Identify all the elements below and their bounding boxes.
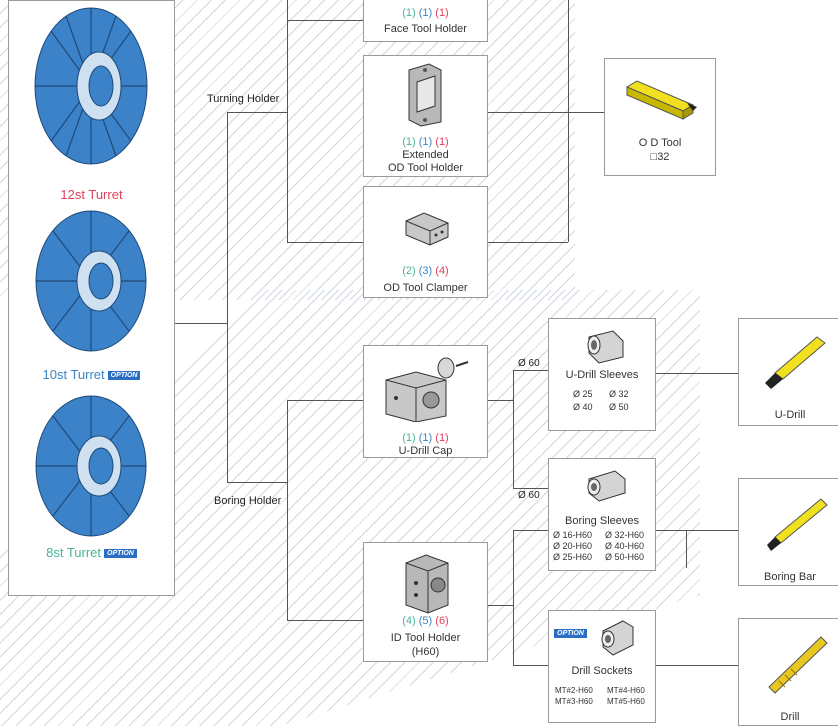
clamper-label: OD Tool Clamper: [383, 282, 468, 294]
option-badge: OPTION: [104, 549, 137, 559]
drill-spec-1: MT#2-H60: [555, 686, 593, 695]
face-tool-holder-box: (1) (1) (1) Face Tool Holder: [363, 0, 488, 42]
od-tool-box: O D Tool □32: [604, 58, 716, 176]
udrill-spec-4: Ø 50: [609, 402, 629, 412]
boring-spec-5: Ø 25-H60: [553, 552, 593, 562]
udrill-sleeve-diameter: Ø 60: [518, 358, 540, 369]
drill-tool-box: Drill: [738, 618, 838, 726]
id-holder-label-1: ID Tool Holder: [390, 632, 461, 644]
od-tool-image: [625, 80, 697, 120]
udrill-cap-counts: (1) (1) (1): [402, 432, 449, 444]
id-holder-counts: (4) (5) (6): [402, 615, 449, 627]
od-tool-clamper-box: (2) (3) (4) OD Tool Clamper: [363, 186, 488, 298]
turning-holder-label: Turning Holder: [207, 93, 280, 105]
extended-od-holder-box: (1) (1) (1) Extended OD Tool Holder: [363, 55, 488, 177]
turret-12st-label: 12st Turret: [60, 187, 123, 202]
extended-holder-image: [408, 63, 442, 127]
udrill-spec-2: Ø 32: [609, 389, 629, 399]
udrill-sleeve-image: [587, 330, 624, 364]
id-holder-label-2: (H60): [411, 646, 440, 658]
drill-tool-image: [768, 636, 828, 694]
boring-holder-label: Boring Holder: [214, 495, 282, 507]
od-tool-label: O D Tool: [638, 137, 682, 149]
udrill-spec-1: Ø 25: [573, 389, 593, 399]
drill-sockets-box: OPTION Drill Sockets MT#2-H60 MT#4-H60 M…: [548, 610, 656, 723]
drill-socket-image: [601, 620, 634, 656]
turret-8st-image: [35, 395, 147, 537]
udrill-tool-box: U-Drill: [738, 318, 838, 426]
turret-10st-image: [35, 210, 147, 352]
boring-spec-4: Ø 40-H60: [605, 541, 645, 551]
extended-holder-label-1: Extended: [402, 149, 449, 161]
clamper-counts: (2) (3) (4): [402, 265, 449, 277]
udrill-sleeves-box: U-Drill Sleeves Ø 25 Ø 32 Ø 40 Ø 50: [548, 318, 656, 431]
boring-bar-image: [767, 498, 828, 551]
clamper-image: [405, 212, 449, 246]
id-holder-image: [405, 554, 449, 614]
drill-spec-2: MT#4-H60: [607, 686, 645, 695]
drill-spec-3: MT#3-H60: [555, 697, 593, 706]
turret-12st-image: [34, 7, 148, 165]
extended-holder-counts: (1) (1) (1): [402, 136, 449, 148]
udrill-cap-label: U-Drill Cap: [398, 445, 453, 457]
boring-sleeves-label: Boring Sleeves: [565, 515, 639, 527]
boring-sleeves-box: Boring Sleeves Ø 16-H60 Ø 32-H60 Ø 20-H6…: [548, 458, 656, 571]
od-tool-size: □32: [650, 151, 670, 163]
udrill-tool-image: [765, 336, 826, 389]
boring-sleeve-image: [587, 470, 626, 502]
drill-sockets-label: Drill Sockets: [571, 665, 633, 677]
extended-holder-label-2: OD Tool Holder: [388, 162, 463, 174]
boring-bar-label: Boring Bar: [764, 571, 816, 583]
boring-spec-2: Ø 32-H60: [605, 530, 645, 540]
udrill-tool-label: U-Drill: [774, 409, 806, 421]
drill-tool-label: Drill: [780, 711, 800, 723]
boring-spec-6: Ø 50-H60: [605, 552, 645, 562]
face-holder-counts: (1) (1) (1): [402, 7, 449, 19]
id-tool-holder-box: (4) (5) (6) ID Tool Holder (H60): [363, 542, 488, 662]
boring-spec-1: Ø 16-H60: [553, 530, 593, 540]
udrill-spec-3: Ø 40: [573, 402, 593, 412]
boring-spec-3: Ø 20-H60: [553, 541, 593, 551]
option-badge: OPTION: [107, 371, 141, 381]
udrill-sleeves-label: U-Drill Sleeves: [565, 369, 639, 381]
face-holder-label: Face Tool Holder: [384, 23, 467, 35]
drill-sockets-option-badge: OPTION: [554, 629, 587, 638]
udrill-cap-image: [385, 357, 469, 422]
udrill-cap-box: (1) (1) (1) U-Drill Cap: [363, 345, 488, 458]
boring-bar-tool-box: Boring Bar: [738, 478, 838, 586]
drill-spec-4: MT#5-H60: [607, 697, 645, 706]
boring-sleeve-diameter: Ø 60: [518, 490, 540, 501]
